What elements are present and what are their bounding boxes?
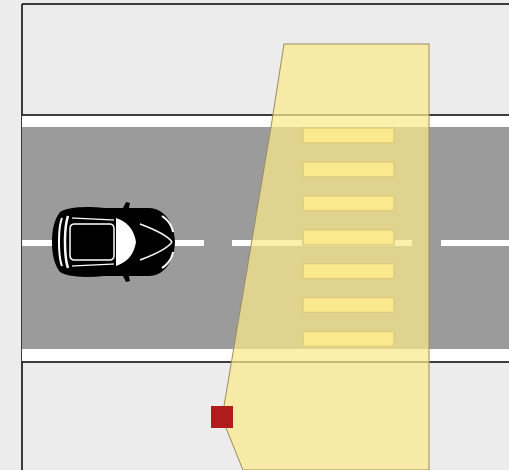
car-roof — [69, 223, 115, 261]
top-sidewalk — [22, 4, 509, 115]
lane-dash — [441, 240, 509, 246]
car-roof-line-bottom — [71, 263, 115, 267]
detection-zone — [221, 43, 430, 470]
car-hood-line — [139, 223, 173, 261]
pedestrian-square-icon — [211, 406, 233, 428]
car-outline-left-inner — [63, 215, 70, 269]
car-headlight — [161, 251, 174, 269]
car-mirror-bottom — [122, 272, 130, 282]
car-roof-line-top — [71, 217, 115, 221]
car-icon — [52, 202, 175, 282]
car-mirror-top — [122, 202, 130, 212]
car-headlight — [161, 215, 174, 233]
car-outline-left — [58, 217, 63, 267]
road-top-curb — [22, 115, 509, 127]
car-windshield — [116, 218, 136, 266]
